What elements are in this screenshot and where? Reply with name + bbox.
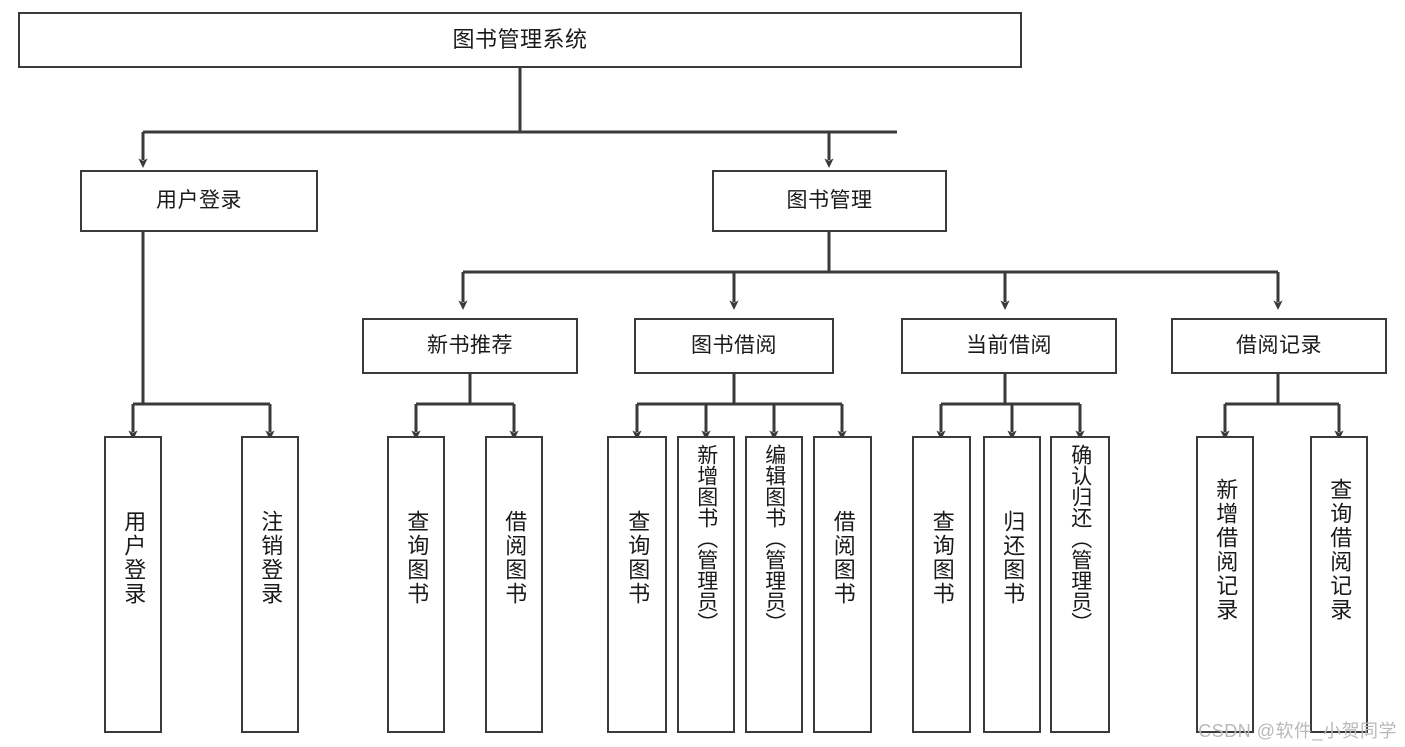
node-new-book-recommend[interactable]: 新书推荐 (362, 318, 578, 374)
node-book-borrow[interactable]: 图书借阅 (634, 318, 834, 374)
node-leaf-borrow-book-2[interactable]: 借阅图书 (813, 436, 872, 733)
node-leaf-query-book-1[interactable]: 查询图书 (387, 436, 445, 733)
node-leaf-query-borrow-record[interactable]: 查询借阅记录 (1310, 436, 1368, 733)
node-label: 新增借阅记录 (1213, 478, 1239, 622)
node-label: 注销登录 (258, 510, 284, 606)
node-label: 图书管理 (786, 188, 873, 212)
node-label: 图书借阅 (691, 333, 777, 357)
node-root-system[interactable]: 图书管理系统 (18, 12, 1022, 68)
node-label: 新增图书（管理员） (694, 444, 718, 633)
node-label: 用户登录 (156, 188, 242, 212)
node-current-borrow[interactable]: 当前借阅 (901, 318, 1117, 374)
node-label: 借阅图书 (502, 510, 528, 606)
node-label: 确认归还（管理员） (1068, 444, 1092, 633)
node-label: 归还图书 (1000, 510, 1026, 606)
node-label: 查询图书 (929, 510, 955, 606)
node-label: 用户登录 (121, 510, 147, 606)
node-leaf-edit-book[interactable]: 编辑图书（管理员） (745, 436, 803, 733)
node-book-management[interactable]: 图书管理 (712, 170, 947, 232)
node-leaf-confirm-return[interactable]: 确认归还（管理员） (1050, 436, 1110, 733)
node-leaf-logout-login[interactable]: 注销登录 (241, 436, 299, 733)
node-label: 新书推荐 (427, 333, 513, 357)
node-label: 借阅图书 (830, 510, 856, 606)
node-leaf-return-book[interactable]: 归还图书 (983, 436, 1041, 733)
node-label: 图书管理系统 (452, 27, 588, 53)
node-leaf-query-book-2[interactable]: 查询图书 (607, 436, 667, 733)
node-label: 编辑图书（管理员） (762, 444, 786, 633)
node-label: 查询图书 (625, 510, 651, 606)
node-label: 借阅记录 (1236, 333, 1322, 357)
node-leaf-user-login[interactable]: 用户登录 (104, 436, 162, 733)
node-leaf-add-borrow-record[interactable]: 新增借阅记录 (1196, 436, 1254, 733)
node-label: 查询图书 (404, 510, 430, 606)
node-leaf-borrow-book-1[interactable]: 借阅图书 (485, 436, 543, 733)
node-user-login[interactable]: 用户登录 (80, 170, 318, 232)
node-leaf-query-book-3[interactable]: 查询图书 (912, 436, 971, 733)
node-label: 查询借阅记录 (1327, 478, 1353, 622)
node-leaf-add-book[interactable]: 新增图书（管理员） (677, 436, 735, 733)
node-label: 当前借阅 (966, 333, 1052, 357)
node-borrow-record[interactable]: 借阅记录 (1171, 318, 1387, 374)
watermark: CSDN @软件_小贺同学 (1198, 721, 1397, 741)
